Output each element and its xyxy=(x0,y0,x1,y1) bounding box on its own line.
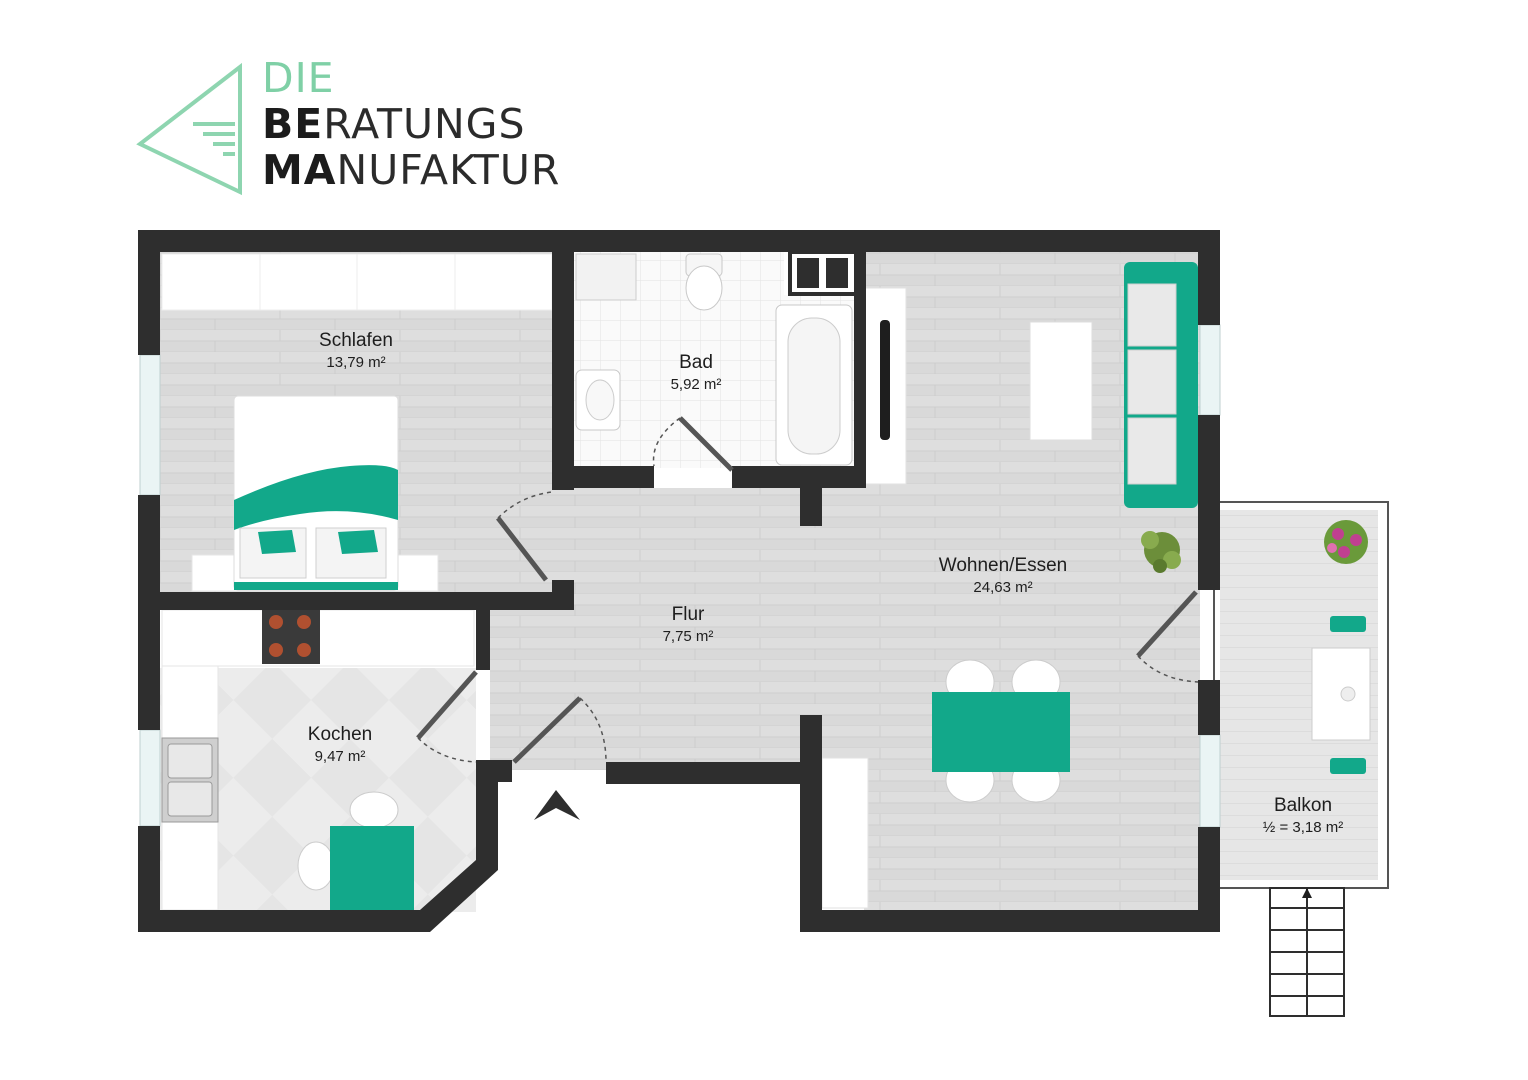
sofa-icon xyxy=(1124,262,1198,508)
room-area-bad: 5,92 m² xyxy=(670,376,722,393)
coffee-table xyxy=(1029,321,1093,441)
stairs xyxy=(1269,887,1345,1017)
cabinet xyxy=(821,757,869,909)
room-area-flur: 7,75 m² xyxy=(662,628,714,645)
room-name-kochen: Kochen xyxy=(307,724,373,745)
tv-icon xyxy=(880,320,890,440)
entrance-arrow-icon xyxy=(534,790,580,820)
window xyxy=(139,729,161,827)
logo-word-nufaktur: NUFAKTUR xyxy=(336,146,561,194)
room-name-bad: Bad xyxy=(679,352,713,373)
logo-triangle-icon xyxy=(136,62,242,196)
washbasin-icon xyxy=(575,369,621,431)
window xyxy=(139,354,161,496)
sink-icon xyxy=(161,737,219,823)
room-area-balkon: ½ = 3,18 m² xyxy=(1262,819,1344,836)
door xyxy=(416,416,1199,764)
logo-word-die: DIE xyxy=(262,54,335,102)
window xyxy=(1199,324,1221,416)
room-name-schlafen: Schlafen xyxy=(319,330,393,351)
room-area-wohnen: 24,63 m² xyxy=(973,579,1033,596)
stove-icon xyxy=(262,608,320,664)
room-name-wohnen: Wohnen/Essen xyxy=(938,555,1068,576)
toilet-icon xyxy=(685,253,723,311)
room-label-balkon: Balkon ½ = 3,18 m² xyxy=(1238,795,1368,836)
window xyxy=(1199,734,1221,828)
room-area-kochen: 9,47 m² xyxy=(314,748,366,765)
logo-word-ma: MA xyxy=(262,146,337,194)
bathroom-cabinet xyxy=(575,253,637,301)
bed-icon xyxy=(191,395,439,592)
room-label-bad: Bad 5,92 m² xyxy=(646,352,746,393)
dining-table xyxy=(932,659,1070,803)
kitchen-table xyxy=(297,791,414,912)
flower-icon xyxy=(1324,520,1368,564)
logo-line-1: DIE xyxy=(262,58,560,104)
stairs-arrow-icon xyxy=(1302,888,1312,898)
room-label-schlafen: Schlafen 13,79 m² xyxy=(296,330,416,371)
room-label-kochen: Kochen 9,47 m² xyxy=(290,724,390,765)
room-name-flur: Flur xyxy=(671,604,705,625)
room-name-balkon: Balkon xyxy=(1273,795,1333,816)
logo-word-be: BE xyxy=(262,100,324,148)
balcony-table xyxy=(1311,616,1371,774)
logo-word-ratungs: RATUNGS xyxy=(323,100,526,148)
room-label-flur: Flur 7,75 m² xyxy=(638,604,738,645)
room-label-wohnen: Wohnen/Essen 24,63 m² xyxy=(918,555,1088,596)
walls xyxy=(138,230,1220,932)
bathtub-icon xyxy=(775,304,853,466)
plant-icon xyxy=(1141,531,1181,573)
room-area-schlafen: 13,79 m² xyxy=(326,354,386,371)
